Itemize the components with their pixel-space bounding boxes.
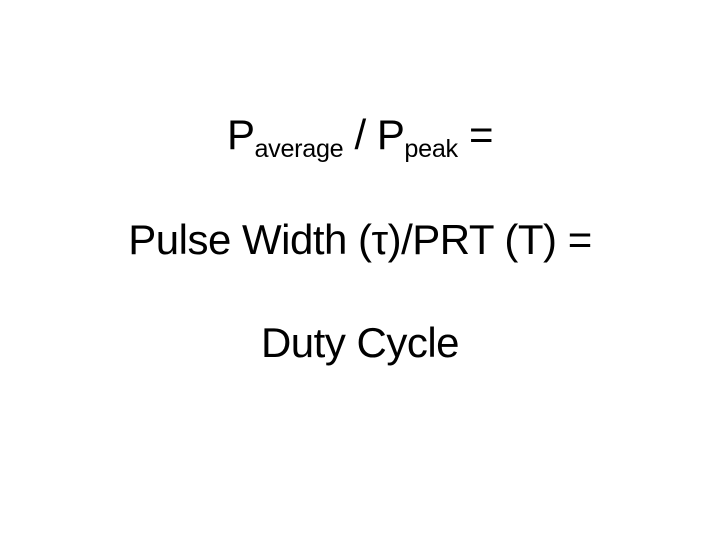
equals-sign: =	[457, 111, 494, 158]
p-average-subscript: average	[254, 135, 344, 164]
p-average-base: P	[226, 111, 255, 158]
p-peak-subscript: peak	[404, 135, 458, 164]
divide-operator: /	[343, 111, 377, 158]
duty-cycle-line: Duty Cycle	[260, 319, 460, 366]
p-peak-base: P	[376, 111, 405, 158]
formula-average-over-peak: Paverage / Ppeak =	[0, 114, 720, 162]
pulse-width-prt-line: Pulse Width (τ)/PRT (T) =	[128, 216, 592, 263]
